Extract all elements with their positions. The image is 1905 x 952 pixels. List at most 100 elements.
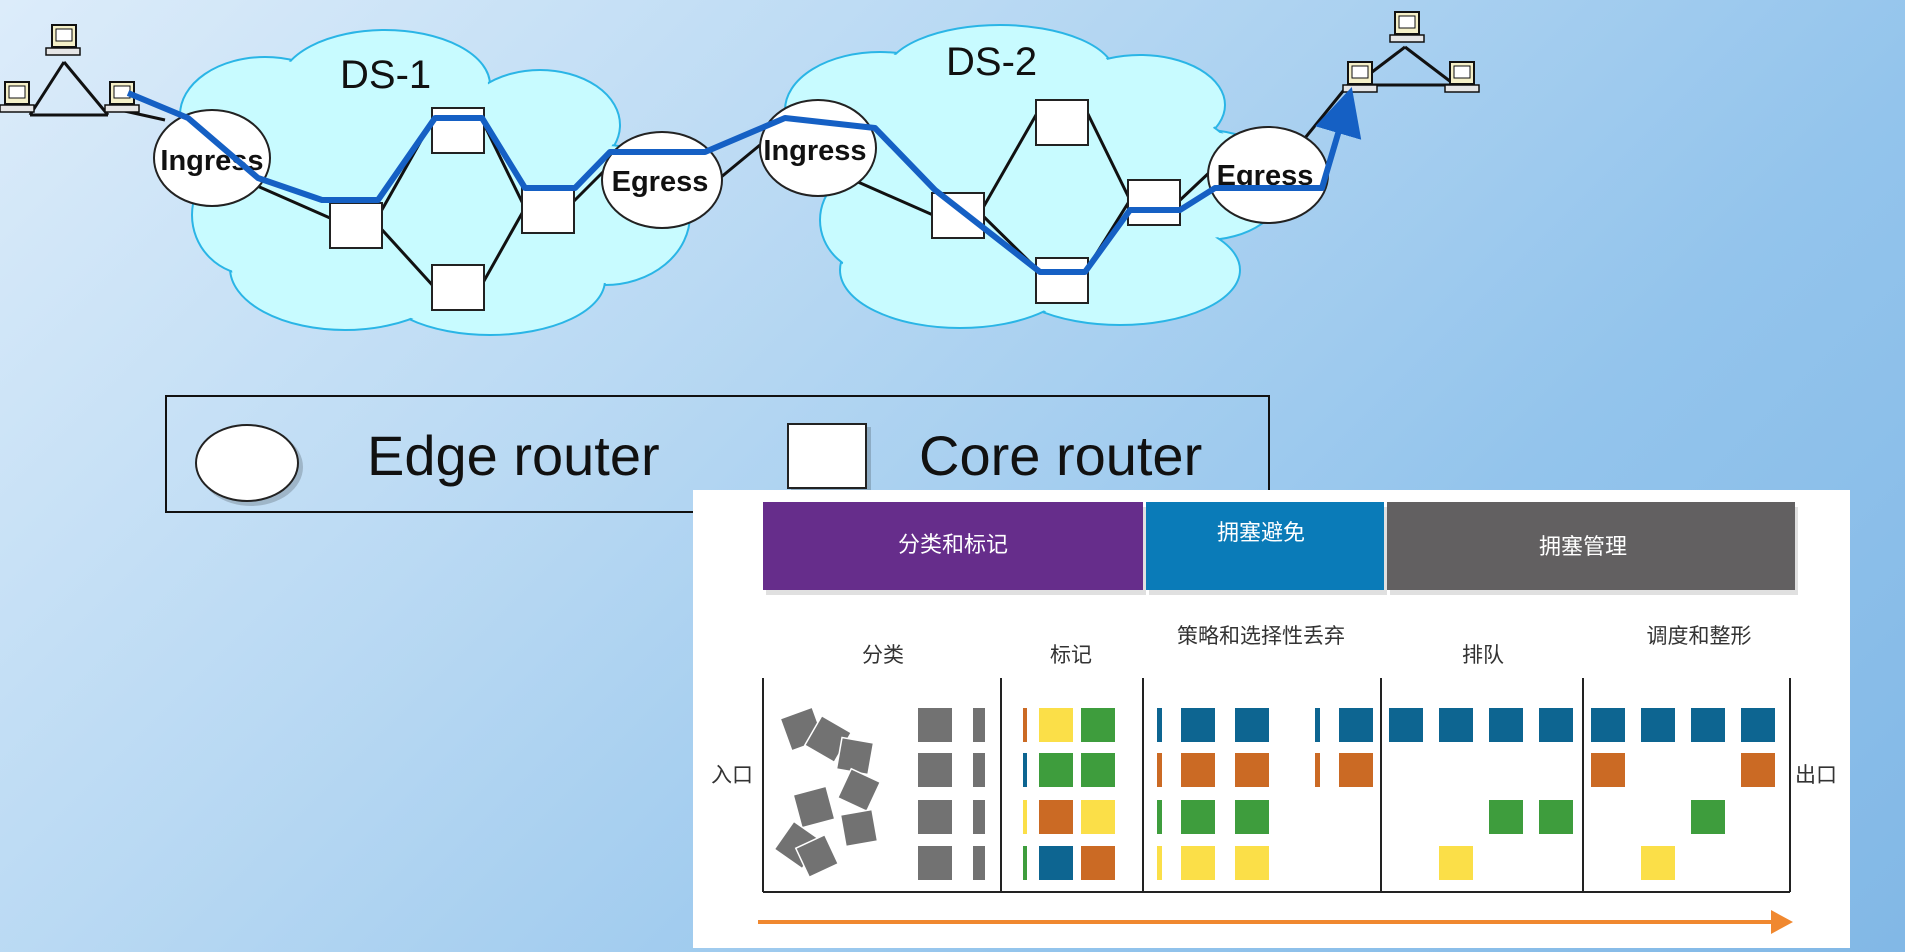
packet-square <box>918 800 952 834</box>
packet-square <box>1691 800 1725 834</box>
packet-square <box>1439 708 1473 742</box>
packet-square <box>1039 708 1073 742</box>
stage-label-mark: 标记 <box>1050 643 1092 667</box>
packet-square <box>1235 800 1269 834</box>
packet-square <box>1741 753 1775 787</box>
packet-square <box>918 846 952 880</box>
core-router <box>1035 99 1089 146</box>
core-router <box>431 264 485 311</box>
network-diagram: DS-1 DS-2 <box>0 11 1480 336</box>
flow-arrow <box>758 910 1793 934</box>
edge-router-label: Egress <box>612 166 709 198</box>
packet-square <box>918 708 952 742</box>
computer-icon <box>1389 11 1425 43</box>
stage-label-scheduling: 调度和整形 <box>1647 624 1752 648</box>
edge-router-ingress: Ingress <box>759 99 877 197</box>
packet-square <box>973 708 985 742</box>
computer-icon <box>45 24 81 56</box>
packet-square <box>1181 753 1215 787</box>
packet-square <box>1157 800 1162 834</box>
header-congestion-avoid <box>1146 502 1384 590</box>
packet-square <box>1315 708 1320 742</box>
traffic-path <box>126 86 1362 275</box>
header-label: 分类和标记 <box>898 533 1008 558</box>
packet-square <box>1081 753 1115 787</box>
edge-router-egress: Egress <box>1207 126 1329 224</box>
packet-square <box>1157 846 1162 880</box>
stage-dividers <box>762 678 1791 893</box>
qos-header: 分类和标记 拥塞避免 拥塞管理 <box>763 502 1798 595</box>
packet-square <box>1439 846 1473 880</box>
packet-square <box>1315 753 1320 787</box>
packet-square <box>1023 753 1027 787</box>
computer-icon <box>1444 61 1480 93</box>
packet-square <box>1339 753 1373 787</box>
packet-square <box>973 800 985 834</box>
packet-square <box>1489 708 1523 742</box>
core-router <box>431 107 485 154</box>
packet-square <box>1235 753 1269 787</box>
packet-square <box>973 846 985 880</box>
packet-square <box>1389 708 1423 742</box>
computer-icon <box>0 81 35 113</box>
cloud-ds1-label: DS-1 <box>340 53 431 97</box>
stage-label-queuing: 排队 <box>1462 643 1504 667</box>
packet-square <box>1339 708 1373 742</box>
packet-square <box>1741 708 1775 742</box>
core-router <box>931 192 985 239</box>
packet-square <box>1023 800 1027 834</box>
packet-square <box>1181 708 1215 742</box>
packet-square <box>1039 846 1073 880</box>
packet-square <box>1081 846 1115 880</box>
packet-square <box>1039 800 1073 834</box>
packet-square <box>1641 846 1675 880</box>
core-router-symbol <box>787 423 867 489</box>
header-label: 拥塞管理 <box>1539 535 1627 560</box>
packet-grid <box>918 708 1775 880</box>
entry-label: 入口 <box>711 763 753 787</box>
packet-square <box>1489 800 1523 834</box>
packet-square <box>1641 708 1675 742</box>
packet-square <box>1157 753 1162 787</box>
core-router <box>521 187 575 234</box>
stage-label-policing: 策略和选择性丢弃 <box>1177 624 1345 648</box>
packet-square <box>1081 708 1115 742</box>
packet-square <box>918 753 952 787</box>
packet-square <box>1023 846 1027 880</box>
core-router <box>1035 257 1089 304</box>
packet-square <box>1039 753 1073 787</box>
core-router <box>1127 179 1181 226</box>
packet-square <box>1181 846 1215 880</box>
packet-square <box>1591 708 1625 742</box>
header-label: 拥塞避免 <box>1217 521 1305 546</box>
cloud-fill <box>222 97 618 273</box>
packet-square <box>1235 708 1269 742</box>
legend-edge-label: Edge router <box>367 424 660 487</box>
core-router <box>329 202 383 249</box>
computer-icon <box>1342 61 1378 93</box>
cloud-ds2-label: DS-2 <box>946 40 1037 84</box>
packet-square <box>1691 708 1725 742</box>
packet-square <box>1591 753 1625 787</box>
scattered-packets <box>773 706 882 879</box>
header-congestion-manage <box>1387 502 1795 590</box>
packet-square <box>1539 708 1573 742</box>
edge-router-egress: Egress <box>601 131 723 229</box>
header-classify-mark <box>763 502 1143 590</box>
stage-label-classify: 分类 <box>862 643 904 667</box>
packet-square <box>1181 800 1215 834</box>
edge-router-label: Ingress <box>763 135 866 167</box>
packet-square <box>1081 800 1115 834</box>
computer-icon <box>104 81 140 113</box>
packet-square <box>1235 846 1269 880</box>
legend: Edge router Core router <box>165 395 1270 513</box>
packet-square <box>1023 708 1027 742</box>
packet-square <box>1157 708 1162 742</box>
edge-router-symbol <box>195 424 299 502</box>
exit-label: 出口 <box>1795 763 1837 787</box>
qos-diagram: 分类和标记 拥塞避免 拥塞管理 分类 标记 策略和选择性丢弃 排队 调度和整形 … <box>693 490 1850 948</box>
packet-square <box>1539 800 1573 834</box>
legend-core-label: Core router <box>919 424 1203 487</box>
edge-router-ingress: Ingress <box>153 109 271 207</box>
packet-square <box>973 753 985 787</box>
